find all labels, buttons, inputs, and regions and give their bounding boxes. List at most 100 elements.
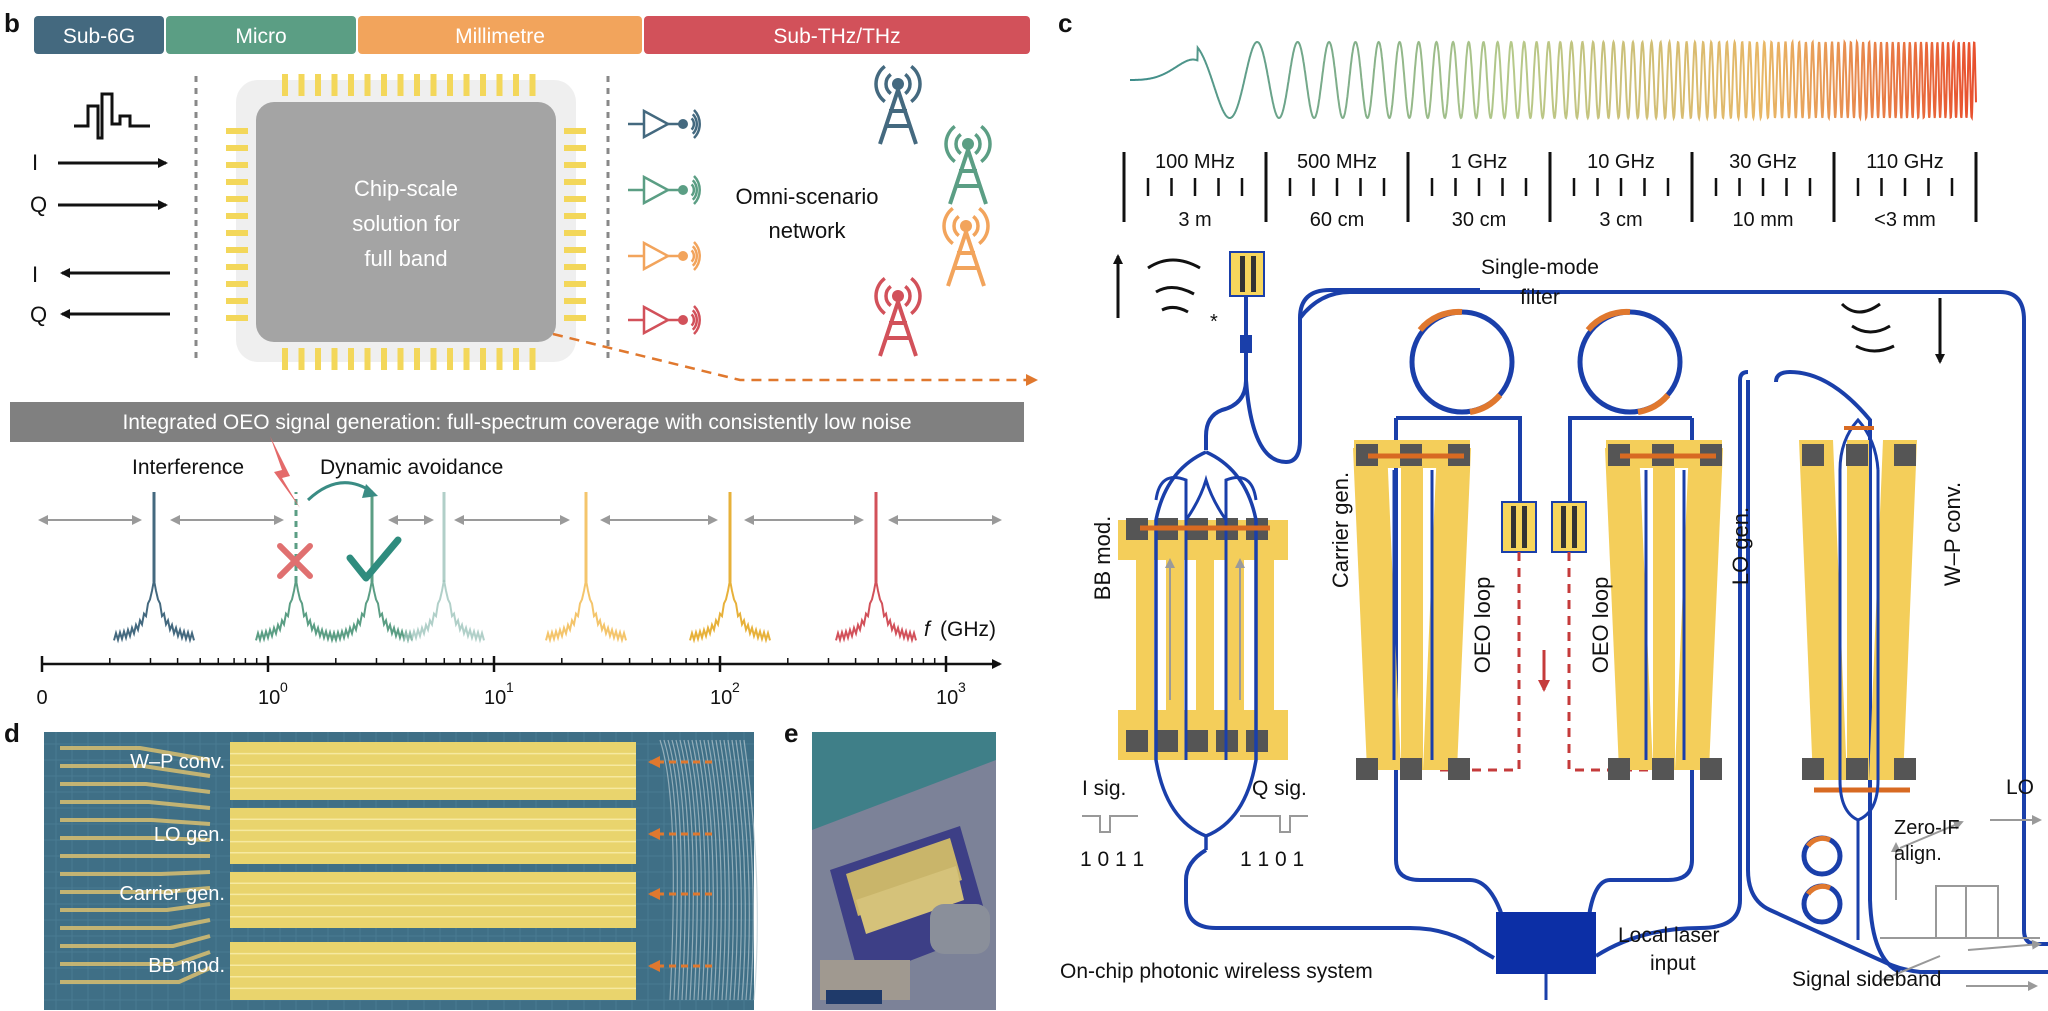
chip-pin: [529, 348, 536, 370]
chip-photo: [44, 732, 758, 1010]
chip-pin: [315, 74, 321, 96]
electrode: [1847, 440, 1869, 780]
scale-frequency: 1 GHz: [1451, 151, 1508, 173]
i-label: I: [32, 150, 38, 175]
chip-pin: [226, 179, 248, 185]
chip-pin: [564, 145, 586, 151]
amplifier-array: [628, 108, 701, 336]
scale-frequency: 10 GHz: [1587, 151, 1655, 173]
axis-tick-exponent: 0: [280, 679, 288, 695]
check-icon: [346, 536, 402, 582]
chip-pin: [226, 247, 248, 253]
local-laser-label: input: [1650, 952, 1696, 975]
chip-pin: [348, 74, 354, 96]
spectral-peak: [689, 492, 771, 644]
amplifier-icon: [628, 240, 701, 272]
electrode-pad: [1608, 444, 1630, 466]
electrode: [1136, 520, 1154, 730]
filter-label: filter: [1520, 286, 1560, 309]
scale-frequency: 100 MHz: [1155, 151, 1235, 173]
chip-pin: [381, 74, 387, 96]
scale-wavelength: 3 cm: [1599, 209, 1642, 231]
chip-pin: [447, 348, 453, 370]
i-sig-label: I sig.: [1082, 777, 1126, 800]
q-sig-waveform: [1240, 815, 1308, 833]
electrode: [1353, 448, 1401, 770]
electrode-pad: [1652, 758, 1674, 780]
panel-label-d: d: [4, 718, 20, 748]
band-label: Micro: [235, 25, 286, 48]
device-strip: [230, 808, 636, 864]
electrode-pad: [1400, 758, 1422, 780]
cell-tower-icon: [874, 277, 922, 357]
amplifier-icon: [628, 304, 701, 336]
oeo-loop-label: OEO loop: [1588, 577, 1613, 674]
chip-text: solution for: [352, 211, 460, 236]
band-label: Millimetre: [455, 25, 545, 48]
axis-tick-exponent: 3: [958, 679, 966, 695]
oeo-pad: [1501, 501, 1537, 553]
scale-frequency: 30 GHz: [1729, 151, 1797, 173]
i-bits: 1 0 1 1: [1080, 848, 1144, 871]
chip-photo-label: LO gen.: [154, 824, 225, 846]
scale-wavelength: <3 mm: [1874, 209, 1936, 231]
chip-pin: [331, 74, 338, 96]
chip-pin: [226, 128, 248, 134]
panel-label-e: e: [784, 718, 798, 748]
chip-pin: [564, 315, 586, 321]
chip-pin: [226, 145, 248, 151]
waveguide: [1298, 290, 2048, 946]
cell-tower-icon: [942, 207, 990, 287]
axis-tick-label: 10: [484, 687, 506, 709]
chip-pin: [564, 179, 586, 185]
chip-text: Chip-scale: [354, 176, 458, 201]
wave-arc: [1155, 286, 1195, 296]
spectral-peak: [255, 492, 337, 644]
wave-arc: [1851, 324, 1891, 334]
lightning-icon: [270, 436, 300, 508]
oeo-loop-dashed: [1440, 552, 1521, 772]
electrode: [1799, 440, 1847, 780]
chip-pin: [298, 348, 305, 370]
chip-pin: [463, 74, 470, 96]
amplifier-icon: [628, 174, 701, 206]
spectral-peak: [835, 492, 917, 644]
electrode: [1653, 448, 1675, 770]
iq-signal-block: I Q I Q: [30, 92, 170, 327]
avoidance-arrowhead: [362, 484, 378, 498]
spectral-peak: [403, 492, 485, 644]
cell-tower-icon: [944, 125, 992, 205]
axis-tick-label: 10: [936, 687, 958, 709]
chip-pin: [513, 348, 519, 370]
band-header: Sub-6G Micro Millimetre Sub-THz/THz: [34, 16, 1030, 54]
band-label: Sub-6G: [63, 25, 135, 48]
chip-pin: [397, 74, 404, 96]
amplifier-icon: [628, 108, 701, 140]
chip-pin: [282, 74, 288, 96]
oeo-loop-label: OEO loop: [1470, 577, 1495, 674]
tower-array: [874, 65, 992, 357]
chip-pin: [331, 348, 338, 370]
chip-body: [256, 102, 556, 342]
chip-pin: [564, 162, 586, 168]
spectrum-plot: [38, 492, 1002, 644]
electrode: [1196, 520, 1214, 730]
chip-pin: [529, 74, 536, 96]
axis-tick-label: 0: [36, 687, 47, 709]
chip-pin: [315, 348, 321, 370]
i-label: I: [32, 262, 38, 287]
antenna-pad: [1229, 251, 1265, 297]
axis-tick-exponent: 2: [732, 679, 740, 695]
chip-pin: [564, 196, 586, 202]
lo-label: LO: [2006, 776, 2034, 799]
electrode-pad: [1846, 444, 1868, 466]
chip-pin: [564, 128, 586, 134]
scale-frequency: 110 GHz: [1866, 151, 1943, 173]
oeo-loop-dashed: [1567, 552, 1648, 772]
lo-gen-label: LO gen.: [1728, 507, 1753, 585]
electrode-pad: [1846, 758, 1868, 780]
freq-axis-f: f: [924, 618, 932, 641]
